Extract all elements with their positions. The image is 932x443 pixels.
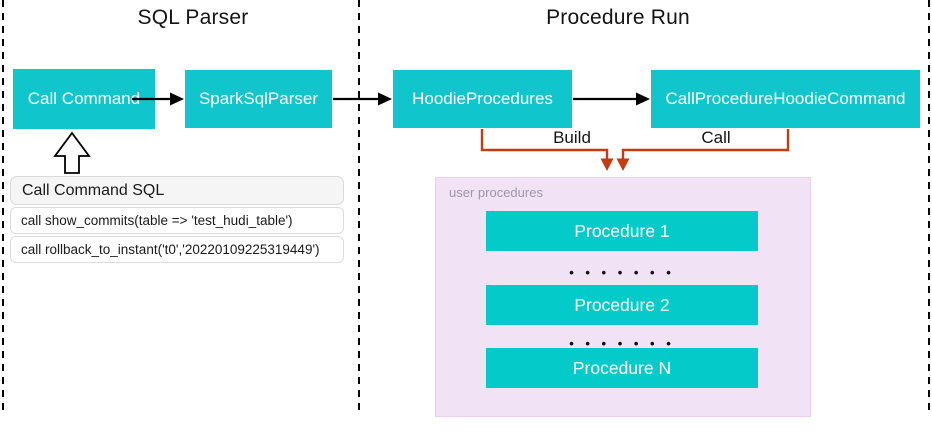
section-title-procedure-run: Procedure Run	[546, 6, 690, 29]
ellipsis-dots: • • • • • • •	[569, 336, 675, 351]
user-procedures-label: user procedures	[449, 185, 543, 200]
ellipsis-dots: • • • • • • •	[569, 265, 675, 280]
node-hoodie-procedures: HoodieProcedures	[393, 70, 572, 128]
sql-example-row: call show_commits(table => 'test_hudi_ta…	[10, 207, 344, 234]
user-procedures-panel: user procedures Procedure 1 • • • • • • …	[435, 177, 811, 417]
dashed-divider-left	[2, 0, 5, 414]
node-call-procedure-hoodie-command: CallProcedureHoodieCommand	[651, 70, 920, 128]
hollow-up-arrow	[53, 131, 91, 174]
sql-panel-header: Call Command SQL	[10, 176, 344, 205]
section-title-sql-parser: SQL Parser	[137, 6, 249, 29]
procedure-2-box: Procedure 2	[486, 285, 758, 325]
dashed-divider-middle	[358, 0, 361, 414]
arrow-sparksqlparser-to-hoodieprocedures	[333, 92, 392, 106]
edge-label-build: Build	[553, 128, 591, 147]
node-call-command: Call Command	[13, 69, 155, 129]
arrow-hoodieprocedures-to-callprocedure	[573, 92, 650, 106]
sql-example-row: call rollback_to_instant('t0','202201092…	[10, 236, 344, 263]
procedure-n-box: Procedure N	[486, 348, 758, 388]
edge-label-call: Call	[701, 128, 731, 147]
procedure-1-box: Procedure 1	[486, 211, 758, 251]
node-spark-sql-parser: SparkSqlParser	[185, 70, 332, 128]
dashed-divider-right	[928, 0, 931, 414]
call-command-sql-panel: Call Command SQL call show_commits(table…	[10, 176, 344, 263]
